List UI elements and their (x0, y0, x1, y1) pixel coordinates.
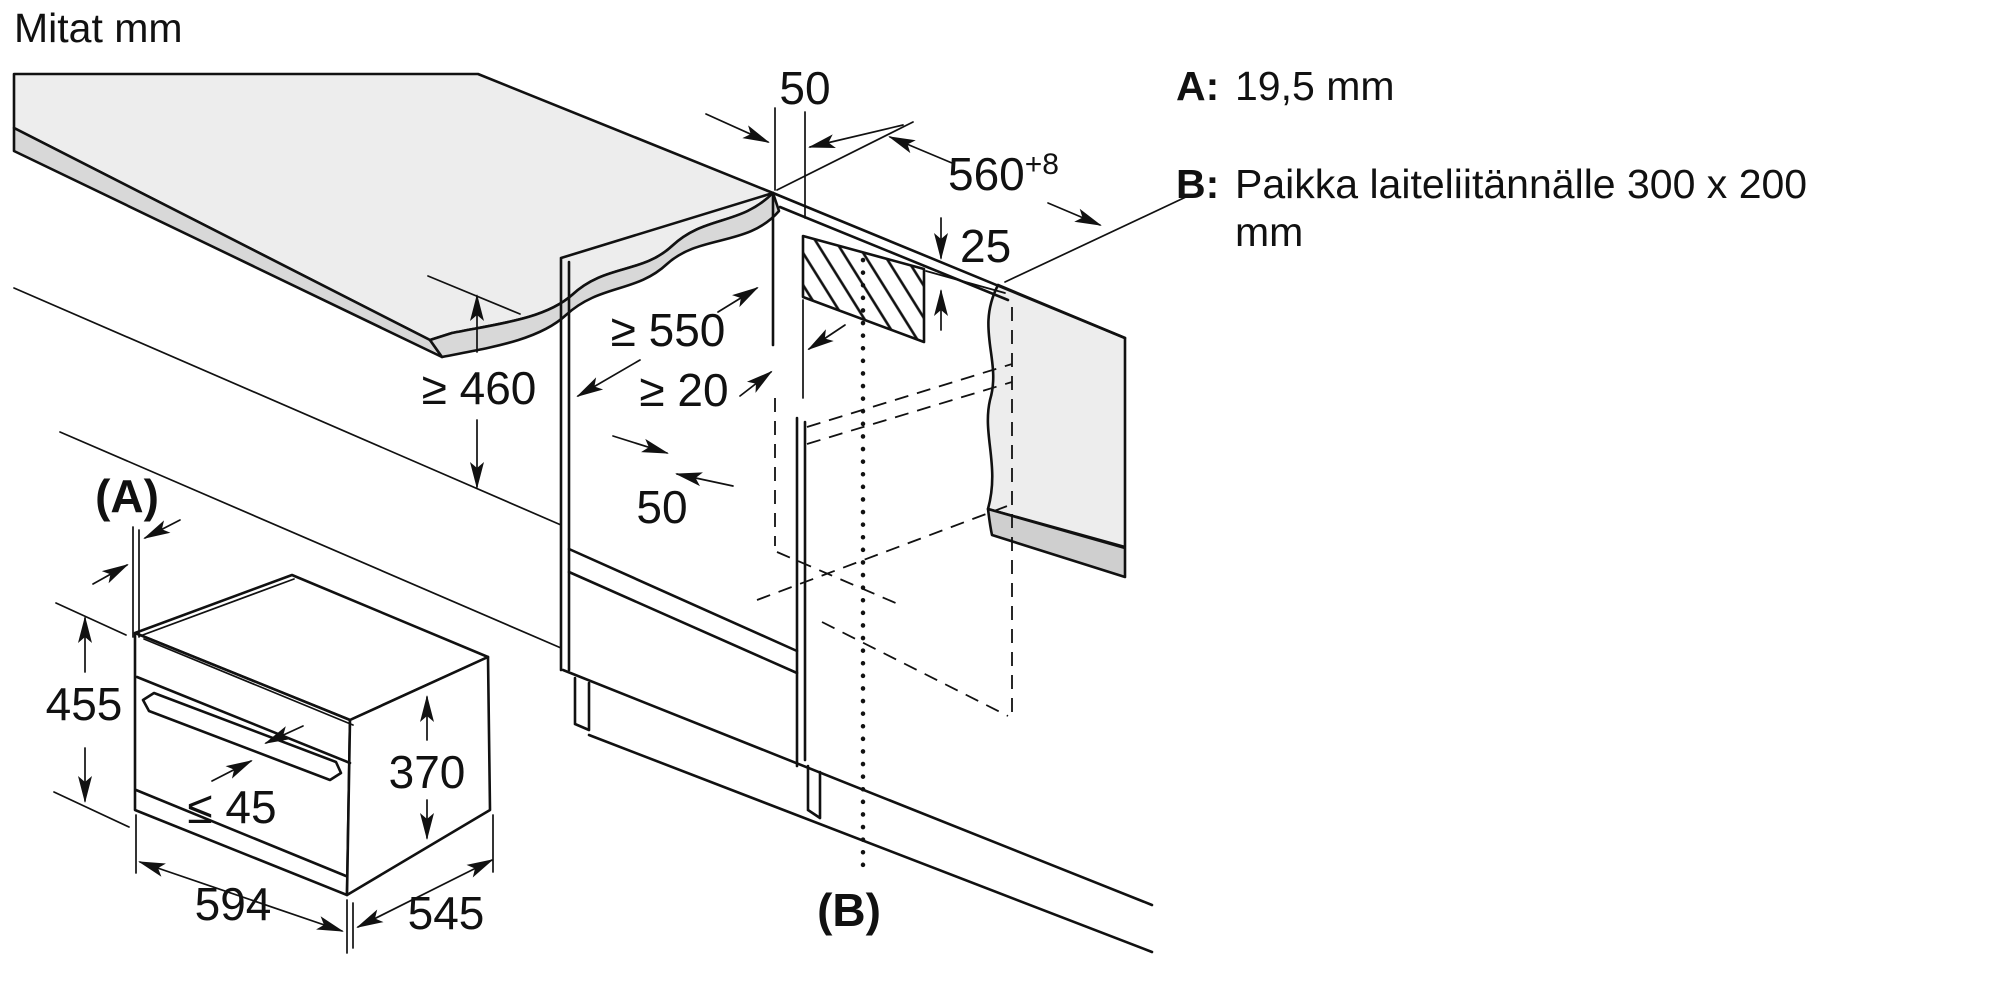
dim-a-arrow-upper (143, 519, 181, 539)
niche-cabinet (559, 191, 1154, 954)
dim-25-label: 25 (960, 220, 1011, 272)
dim-560-extension-right (1004, 195, 1189, 283)
dim-594-extensions (135, 814, 354, 954)
context-lines (13, 287, 562, 649)
connection-area-hatch (801, 234, 926, 344)
dim-50-bottom-label: 50 (636, 481, 687, 533)
dim-560-line-2 (1047, 202, 1102, 226)
dim-545-line (356, 859, 494, 928)
plinth-lines (561, 668, 1154, 954)
legend-b-value-line1: Paikka laiteliitännälle 300 x 200 (1235, 161, 1807, 207)
dim-545-label: 545 (408, 887, 485, 939)
dim-50-bottom-arrow-left (612, 435, 669, 454)
dimension-lines-niche (427, 107, 1189, 489)
niche-right-wall-edges (795, 416, 807, 768)
wall-line-lower (59, 431, 562, 649)
dim-45-arrow-upper (264, 725, 304, 744)
hidden-edges (756, 307, 1013, 717)
oven-side-face (345, 655, 492, 897)
dim-560-label: 560+8 (948, 148, 1059, 200)
right-countertop (986, 283, 1127, 579)
niche-floor-front-edges (567, 547, 799, 675)
dim-a-extensions (132, 526, 140, 638)
dim-50-top-extensions (774, 107, 806, 219)
legend: A: 19,5 mm B: Paikka laiteliitännälle 30… (1176, 63, 1807, 255)
dim-a-arrow-lower (92, 564, 129, 585)
right-foot (806, 764, 822, 820)
dim-20-arrow-left (739, 370, 773, 397)
page-title: Mitat mm (14, 5, 183, 51)
dim-20-arrow-right (807, 324, 846, 351)
dim-20-label: ≥ 20 (639, 364, 728, 416)
right-countertop-front-band (986, 507, 1127, 579)
dim-594-label: 594 (195, 878, 272, 930)
dim-550-arrow-upper (717, 286, 759, 313)
dim-455-label: 455 (46, 678, 123, 730)
left-foot (573, 676, 591, 732)
left-countertop-broken-edge-band (428, 191, 781, 359)
dim-550-arrow-lower (576, 359, 641, 398)
dim-45-arrow-lower (211, 760, 253, 782)
dim-594-line (138, 861, 344, 932)
callout-a-label: (A) (95, 470, 159, 522)
dim-550-label: ≥ 550 (611, 304, 726, 356)
dim-560-line (888, 136, 953, 164)
dim-50-top-arrow-left (705, 113, 770, 143)
niche-back-top-edges (771, 191, 1127, 340)
oven-top-bevels (139, 578, 354, 726)
legend-b-label: B: (1176, 161, 1219, 207)
oven-control-panel-line (135, 675, 352, 765)
oven (133, 573, 492, 897)
oven-handle (141, 691, 343, 782)
dim-50-bottom-arrow-right (675, 472, 734, 487)
connection-area (801, 234, 926, 871)
dim-25-extension (925, 270, 1006, 294)
dimension-lines-oven (53, 519, 494, 954)
niche-left-wall-edges (559, 191, 775, 672)
legend-a-label: A: (1176, 63, 1219, 109)
legend-a-value: 19,5 mm (1235, 63, 1395, 109)
callout-b-label: (B) (817, 884, 881, 936)
dim-370-label: 370 (389, 746, 466, 798)
left-countertop (12, 72, 781, 359)
dim-560-extension-left (776, 121, 914, 191)
legend-b-value-line2: mm (1235, 209, 1303, 255)
dim-50-top-arrow-right (808, 124, 904, 149)
dim-460-label: ≥ 460 (422, 362, 537, 414)
wall-line-upper (13, 287, 562, 526)
right-countertop-top-face (986, 283, 1127, 549)
dim-50-top-label: 50 (779, 62, 830, 114)
dim-45-label: ≤ 45 (187, 781, 276, 833)
